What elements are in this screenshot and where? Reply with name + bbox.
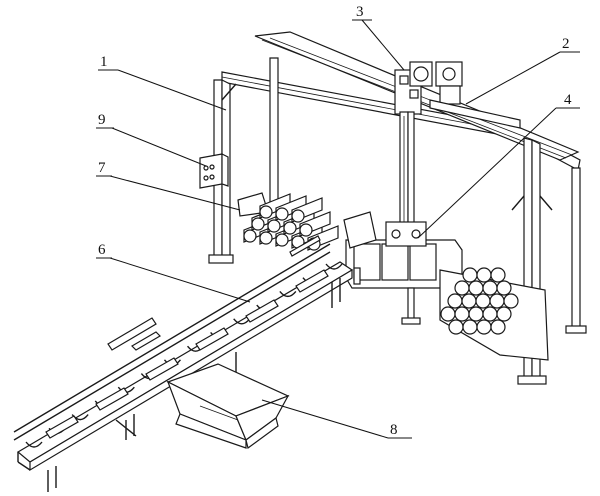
pipe-end bbox=[291, 209, 305, 223]
pipe-on-conveyor bbox=[295, 269, 329, 293]
pipe-end bbox=[454, 280, 470, 296]
pipe-on-conveyor bbox=[95, 387, 129, 411]
callout-1: 1 bbox=[100, 54, 108, 70]
pipe-end bbox=[496, 280, 512, 296]
callout-3: 3 bbox=[356, 4, 364, 20]
control-box bbox=[199, 153, 229, 189]
pipe-end bbox=[490, 319, 506, 335]
bin bbox=[166, 363, 290, 450]
drive-rail bbox=[429, 61, 521, 129]
callouts: 1 2 3 4 6 7 8 9 bbox=[96, 4, 580, 439]
pipe-end bbox=[448, 319, 464, 335]
v-roller bbox=[325, 263, 343, 270]
pipe-end bbox=[259, 205, 273, 219]
pipe-end bbox=[283, 221, 297, 235]
pipe-end bbox=[476, 267, 492, 283]
pipe-end bbox=[461, 293, 477, 309]
pipe-end bbox=[462, 319, 478, 335]
pipe-end bbox=[496, 306, 512, 322]
pipe-end bbox=[275, 233, 289, 247]
callout-6: 6 bbox=[98, 242, 106, 258]
pipe-on-conveyor bbox=[245, 299, 279, 323]
pipe-stack-left bbox=[237, 192, 339, 251]
callout-9: 9 bbox=[98, 112, 106, 128]
pipe-on-conveyor bbox=[145, 357, 179, 381]
pipe-end bbox=[476, 319, 492, 335]
pipe-end bbox=[489, 293, 505, 309]
conveyor bbox=[13, 211, 377, 492]
pipe-end bbox=[462, 267, 478, 283]
gripper bbox=[345, 221, 463, 325]
pipe-end bbox=[447, 293, 463, 309]
callout-2: 2 bbox=[562, 36, 570, 52]
pipe-stack-right bbox=[439, 267, 549, 361]
pipe-end bbox=[299, 223, 313, 237]
pipe-end bbox=[440, 306, 456, 322]
v-roller bbox=[279, 290, 297, 298]
v-roller bbox=[25, 441, 43, 448]
pipe-end bbox=[454, 306, 470, 322]
pipe-on-conveyor bbox=[195, 327, 229, 351]
pipe-end bbox=[259, 231, 273, 245]
callout-4: 4 bbox=[564, 92, 572, 108]
pipe-end bbox=[243, 229, 257, 243]
pipe-end bbox=[251, 217, 265, 231]
pipe-end bbox=[490, 267, 506, 283]
pipe-end bbox=[468, 280, 484, 296]
pipe-end bbox=[275, 207, 289, 221]
callout-7: 7 bbox=[98, 160, 106, 176]
pipe-end bbox=[475, 293, 491, 309]
vertical-carriage bbox=[394, 61, 433, 233]
callout-8: 8 bbox=[390, 422, 398, 438]
pipe-end bbox=[482, 280, 498, 296]
pipe-end bbox=[267, 219, 281, 233]
pipe-end bbox=[482, 306, 498, 322]
pipe-end bbox=[468, 306, 484, 322]
pipe-on-conveyor bbox=[45, 415, 79, 439]
pipe-end bbox=[503, 293, 519, 309]
